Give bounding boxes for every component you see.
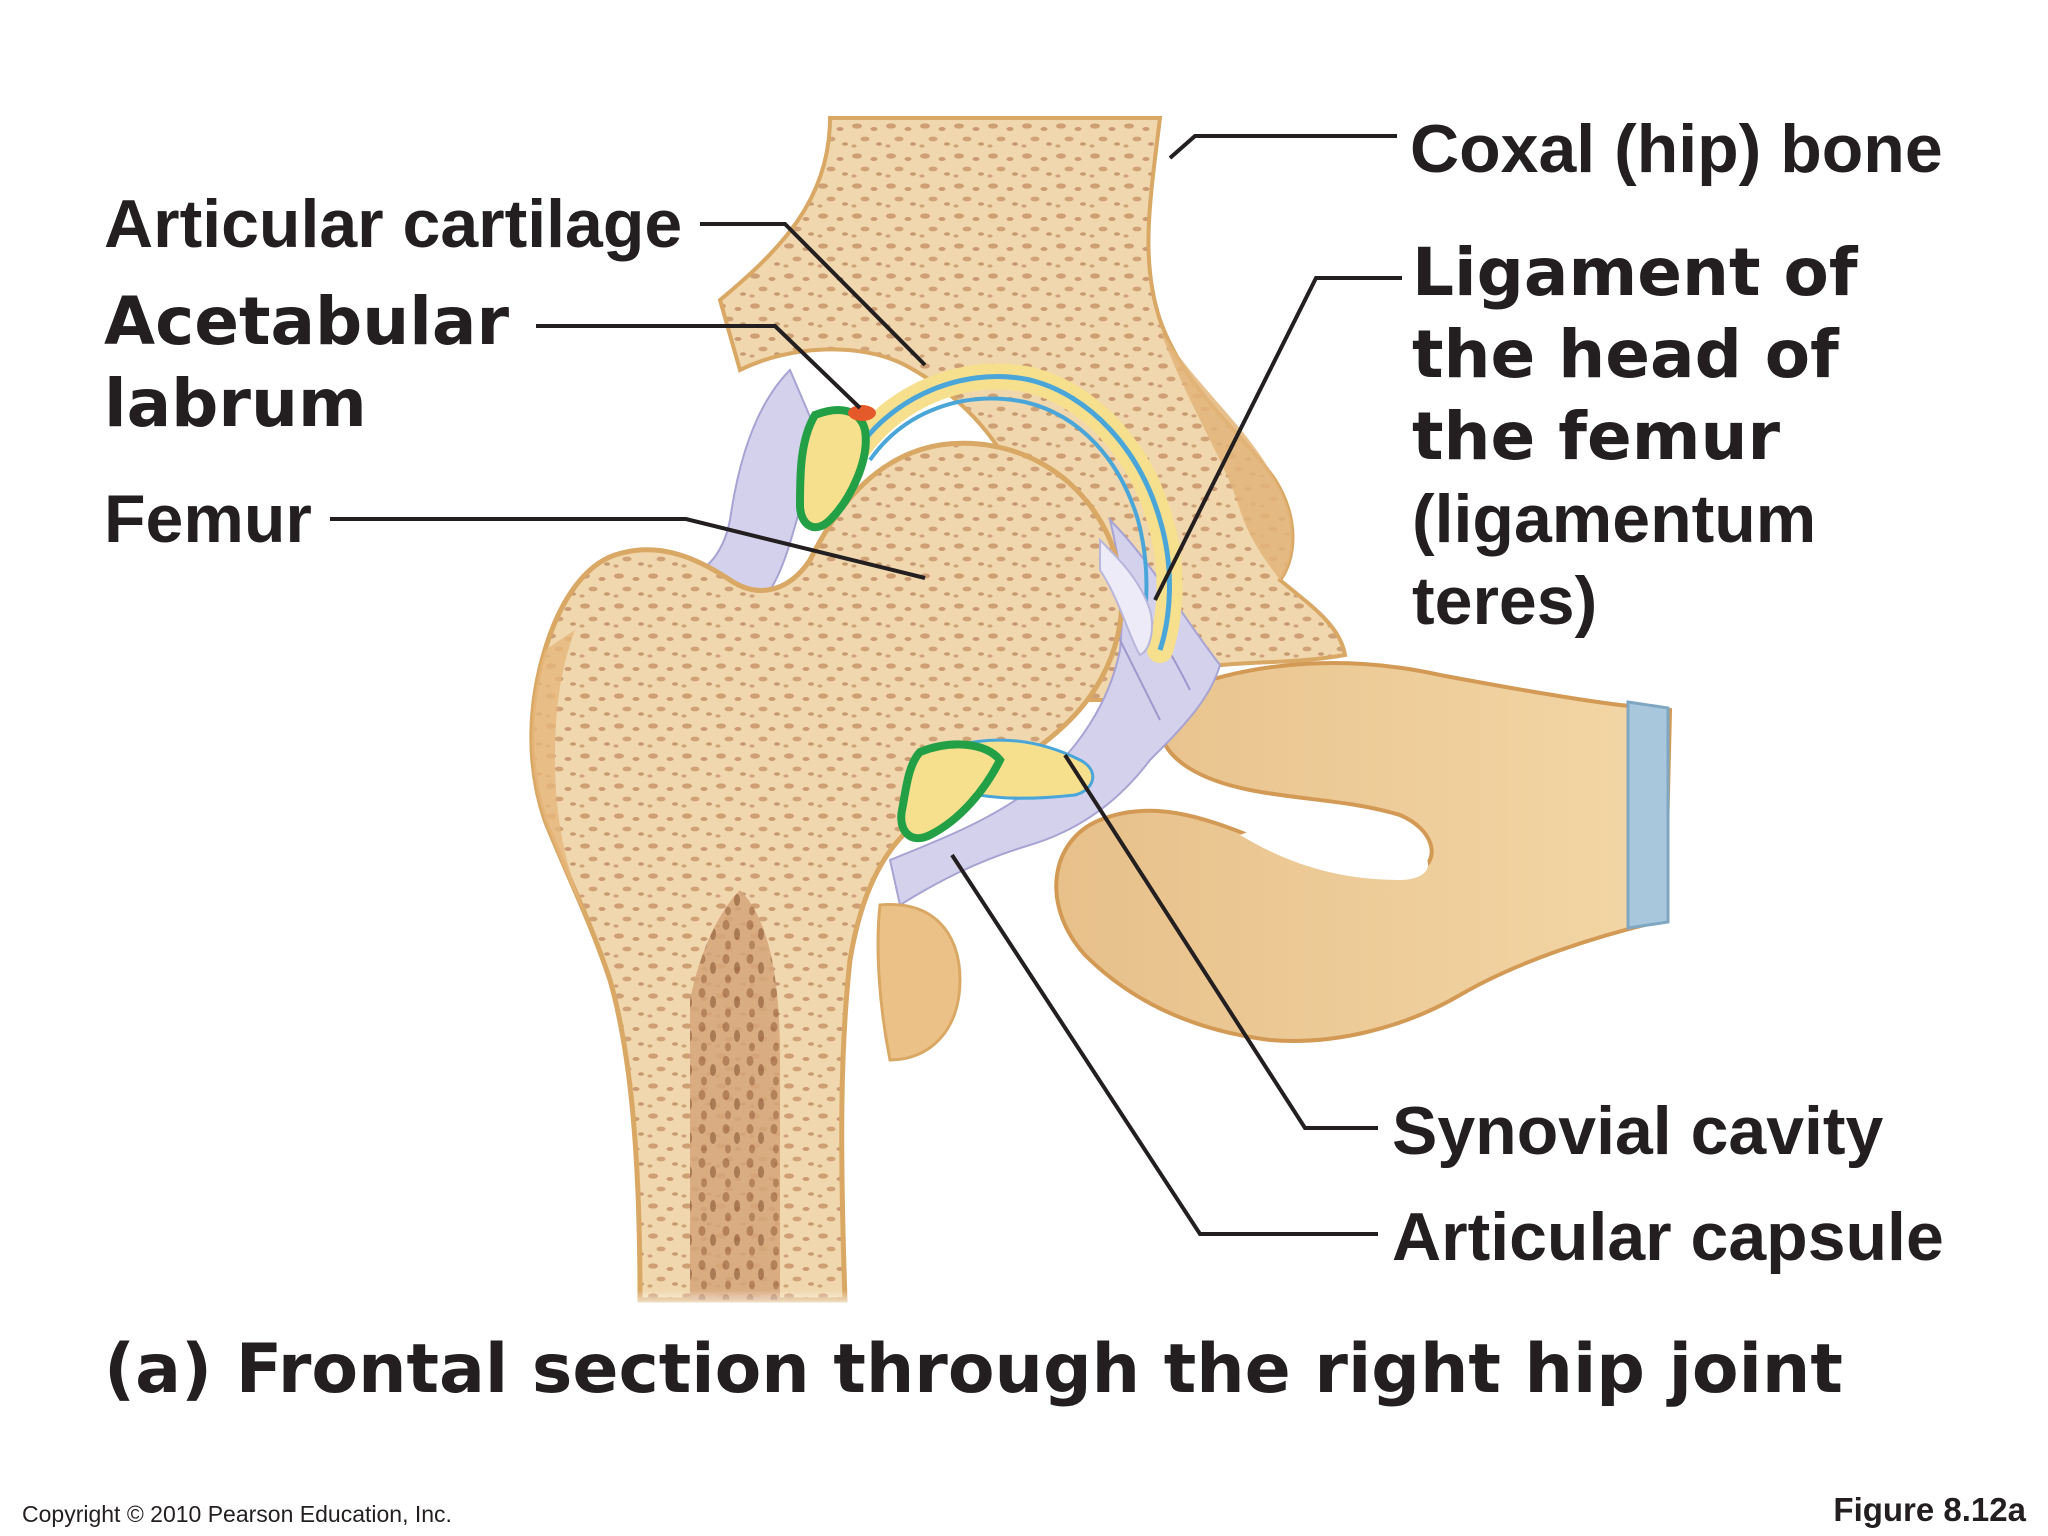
acetabular-labrum xyxy=(795,405,1005,843)
label-femur: Femur xyxy=(104,481,312,557)
leader-acetabular-labrum xyxy=(536,324,862,410)
label-synovial-cavity: Synovial cavity xyxy=(1392,1093,1884,1169)
label-acetabular-labrum-line-2: labrum xyxy=(104,365,367,442)
leader-ligament-head-femur xyxy=(1153,276,1402,601)
leader-lines xyxy=(330,134,1402,1236)
label-ligament-head-femur: Ligament of the head of the femur (ligam… xyxy=(1412,232,1858,642)
label-ligament-line-2: the head of xyxy=(1412,316,1839,393)
label-acetabular-labrum-line-1: Acetabular xyxy=(104,283,509,360)
label-ligament-line-3: the femur xyxy=(1412,398,1781,475)
figure-number: Figure 8.12a xyxy=(1833,1491,2026,1528)
leader-synovial-cavity xyxy=(1063,753,1378,1130)
copyright-notice: Copyright © 2010 Pearson Education, Inc. xyxy=(22,1501,452,1527)
label-articular-cartilage: Articular cartilage xyxy=(104,186,683,262)
label-ligament-line-4: (ligamentum xyxy=(1412,481,1817,557)
pubic-ramus xyxy=(1054,661,1673,1043)
label-coxal-bone: Coxal (hip) bone xyxy=(1410,111,1943,187)
leader-articular-cartilage xyxy=(700,222,927,367)
label-acetabular-labrum: Acetabular labrum xyxy=(104,281,509,445)
label-articular-capsule: Articular capsule xyxy=(1392,1199,1944,1275)
figure-caption: (a) Frontal section through the right hi… xyxy=(104,1330,1843,1409)
leader-coxal-bone xyxy=(1168,134,1397,160)
femur xyxy=(529,440,1125,1310)
ligament-of-head-of-femur xyxy=(1099,537,1153,657)
label-ligament-line-1: Ligament of xyxy=(1412,234,1858,311)
leader-femur xyxy=(330,517,926,580)
label-ligament-line-5: teres) xyxy=(1412,563,1598,639)
leader-articular-capsule xyxy=(950,853,1378,1236)
